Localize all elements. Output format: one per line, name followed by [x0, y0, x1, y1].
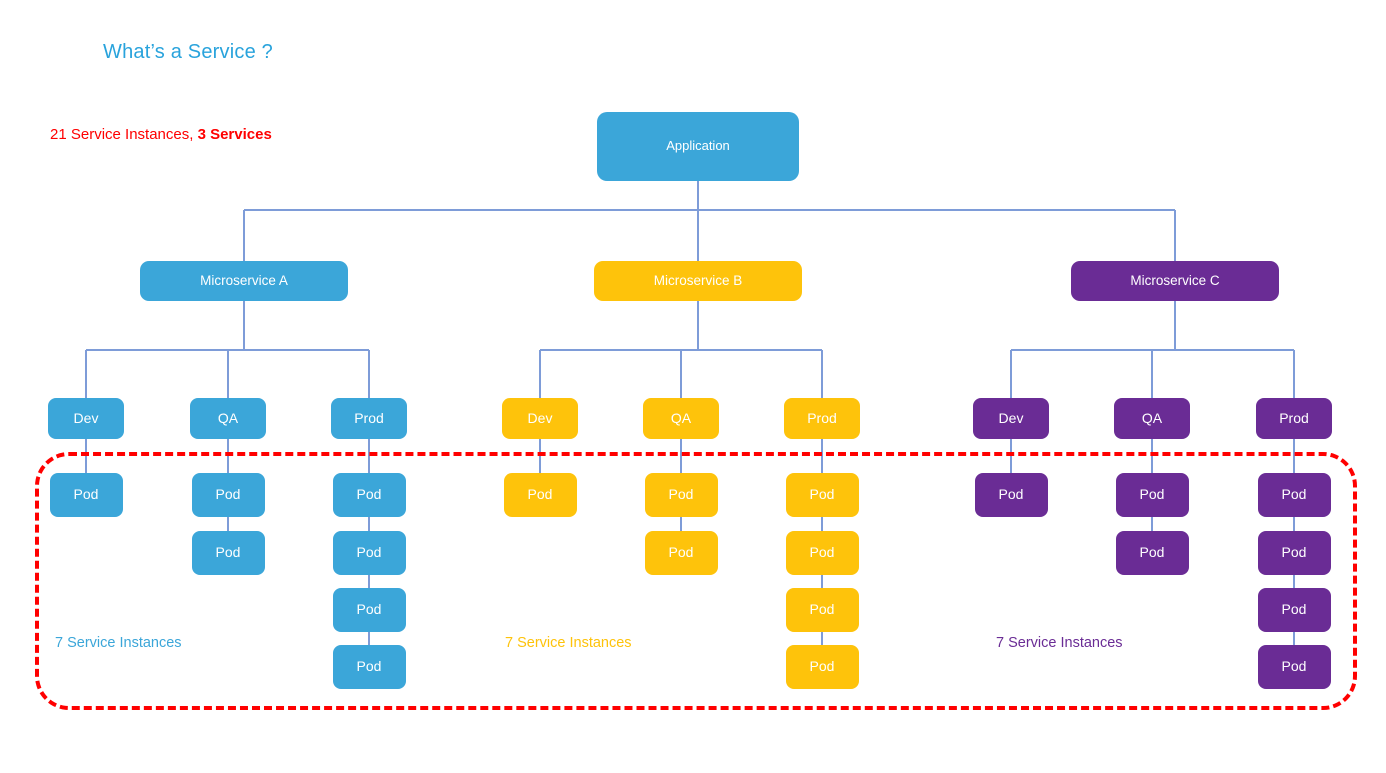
- microservice-bus-line: [244, 209, 1175, 211]
- pod-node-1-2-3[interactable]: Pod: [785, 645, 859, 689]
- summary-bold: 3 Services: [197, 126, 272, 143]
- pod-node-0-2-2[interactable]: Pod: [332, 588, 406, 632]
- summary-prefix: 21 Service Instances,: [50, 126, 198, 143]
- service-instances-label-1: 7 Service Instances: [505, 635, 632, 651]
- pod-link-line-2-2-2: [1293, 575, 1295, 588]
- environment-node-0-1[interactable]: QA: [190, 398, 266, 439]
- pod-link-line-0-1-0: [227, 439, 229, 473]
- pod-link-line-2-0-0: [1010, 439, 1012, 473]
- pod-link-line-0-0-0: [85, 439, 87, 473]
- page-title: What’s a Service ?: [103, 41, 273, 63]
- pod-node-2-1-1[interactable]: Pod: [1115, 531, 1189, 575]
- pod-node-2-0-0[interactable]: Pod: [974, 473, 1048, 517]
- pod-node-1-2-0[interactable]: Pod: [785, 473, 859, 517]
- environment-node-2-2[interactable]: Prod: [1256, 398, 1332, 439]
- pod-node-1-1-1[interactable]: Pod: [644, 531, 718, 575]
- environment-node-1-0[interactable]: Dev: [502, 398, 578, 439]
- pod-node-0-2-3[interactable]: Pod: [332, 645, 406, 689]
- environment-drop-line-0-2: [368, 350, 370, 398]
- pod-link-line-1-0-0: [539, 439, 541, 473]
- pod-node-2-2-2[interactable]: Pod: [1257, 588, 1331, 632]
- environment-bus-line-1: [540, 349, 822, 351]
- pod-link-line-2-2-0: [1293, 439, 1295, 473]
- pod-node-1-2-2[interactable]: Pod: [785, 588, 859, 632]
- environment-drop-line-2-1: [1151, 350, 1153, 398]
- pod-node-2-2-0[interactable]: Pod: [1257, 473, 1331, 517]
- environment-drop-line-0-1: [227, 350, 229, 398]
- service-instances-label-2: 7 Service Instances: [996, 635, 1123, 651]
- environment-node-2-1[interactable]: QA: [1114, 398, 1190, 439]
- pod-node-1-1-0[interactable]: Pod: [644, 473, 718, 517]
- pod-link-line-1-2-2: [821, 575, 823, 588]
- pod-link-line-0-2-0: [368, 439, 370, 473]
- microservice-drop-line-2: [1174, 210, 1176, 261]
- environment-drop-line-0-0: [85, 350, 87, 398]
- pod-node-0-1-0[interactable]: Pod: [191, 473, 265, 517]
- pod-node-0-1-1[interactable]: Pod: [191, 531, 265, 575]
- environment-node-0-2[interactable]: Prod: [331, 398, 407, 439]
- environment-drop-line-2-0: [1010, 350, 1012, 398]
- microservice-drop-line-1: [697, 210, 699, 261]
- environment-drop-line-1-2: [821, 350, 823, 398]
- pod-node-1-2-1[interactable]: Pod: [785, 531, 859, 575]
- pod-node-0-0-0[interactable]: Pod: [49, 473, 123, 517]
- pod-node-0-2-0[interactable]: Pod: [332, 473, 406, 517]
- pod-node-1-0-0[interactable]: Pod: [503, 473, 577, 517]
- summary-caption: 21 Service Instances, 3 Services: [50, 126, 272, 143]
- pod-node-2-2-3[interactable]: Pod: [1257, 645, 1331, 689]
- pod-link-line-0-1-1: [227, 517, 229, 531]
- app-stem-line: [697, 181, 699, 210]
- environment-bus-line-2: [1011, 349, 1294, 351]
- application-node[interactable]: Application: [597, 112, 799, 181]
- environment-node-1-2[interactable]: Prod: [784, 398, 860, 439]
- microservice-node-1[interactable]: Microservice B: [594, 261, 802, 301]
- microservice-node-2[interactable]: Microservice C: [1071, 261, 1279, 301]
- pod-link-line-1-2-0: [821, 439, 823, 473]
- pod-node-0-2-1[interactable]: Pod: [332, 531, 406, 575]
- microservice-stem-line-1: [697, 301, 699, 350]
- service-instances-label-0: 7 Service Instances: [55, 635, 182, 651]
- microservice-drop-line-0: [243, 210, 245, 261]
- environment-node-0-0[interactable]: Dev: [48, 398, 124, 439]
- environment-bus-line-0: [86, 349, 369, 351]
- environment-drop-line-1-1: [680, 350, 682, 398]
- pod-link-line-1-1-0: [680, 439, 682, 473]
- environment-node-2-0[interactable]: Dev: [973, 398, 1049, 439]
- pod-link-line-2-1-0: [1151, 439, 1153, 473]
- pod-node-2-2-1[interactable]: Pod: [1257, 531, 1331, 575]
- pod-link-line-1-2-3: [821, 632, 823, 645]
- pod-link-line-2-1-1: [1151, 517, 1153, 531]
- microservice-stem-line-0: [243, 301, 245, 350]
- environment-drop-line-1-0: [539, 350, 541, 398]
- pod-link-line-2-2-1: [1293, 517, 1295, 531]
- pod-link-line-0-2-1: [368, 517, 370, 531]
- pod-link-line-2-2-3: [1293, 632, 1295, 645]
- environment-node-1-1[interactable]: QA: [643, 398, 719, 439]
- pod-link-line-0-2-3: [368, 632, 370, 645]
- microservice-node-0[interactable]: Microservice A: [140, 261, 348, 301]
- pod-node-2-1-0[interactable]: Pod: [1115, 473, 1189, 517]
- pod-link-line-0-2-2: [368, 575, 370, 588]
- pod-link-line-1-1-1: [680, 517, 682, 531]
- microservice-stem-line-2: [1174, 301, 1176, 350]
- pod-link-line-1-2-1: [821, 517, 823, 531]
- environment-drop-line-2-2: [1293, 350, 1295, 398]
